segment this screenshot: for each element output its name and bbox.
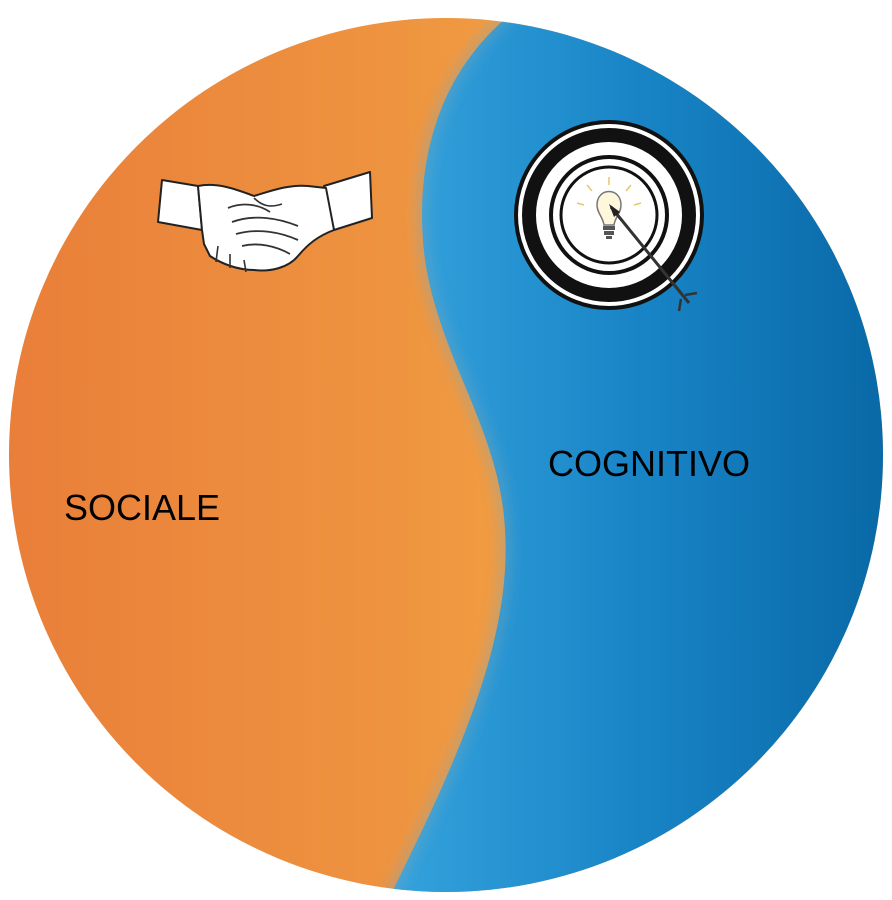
target-lightbulb-icon	[514, 120, 704, 312]
cognitivo-label: COGNITIVO	[548, 443, 751, 484]
handshake-icon	[157, 171, 373, 273]
sociale-label: SOCIALE	[64, 487, 221, 528]
boundary-blend	[383, 18, 533, 892]
cognitivo-region	[388, 18, 883, 892]
